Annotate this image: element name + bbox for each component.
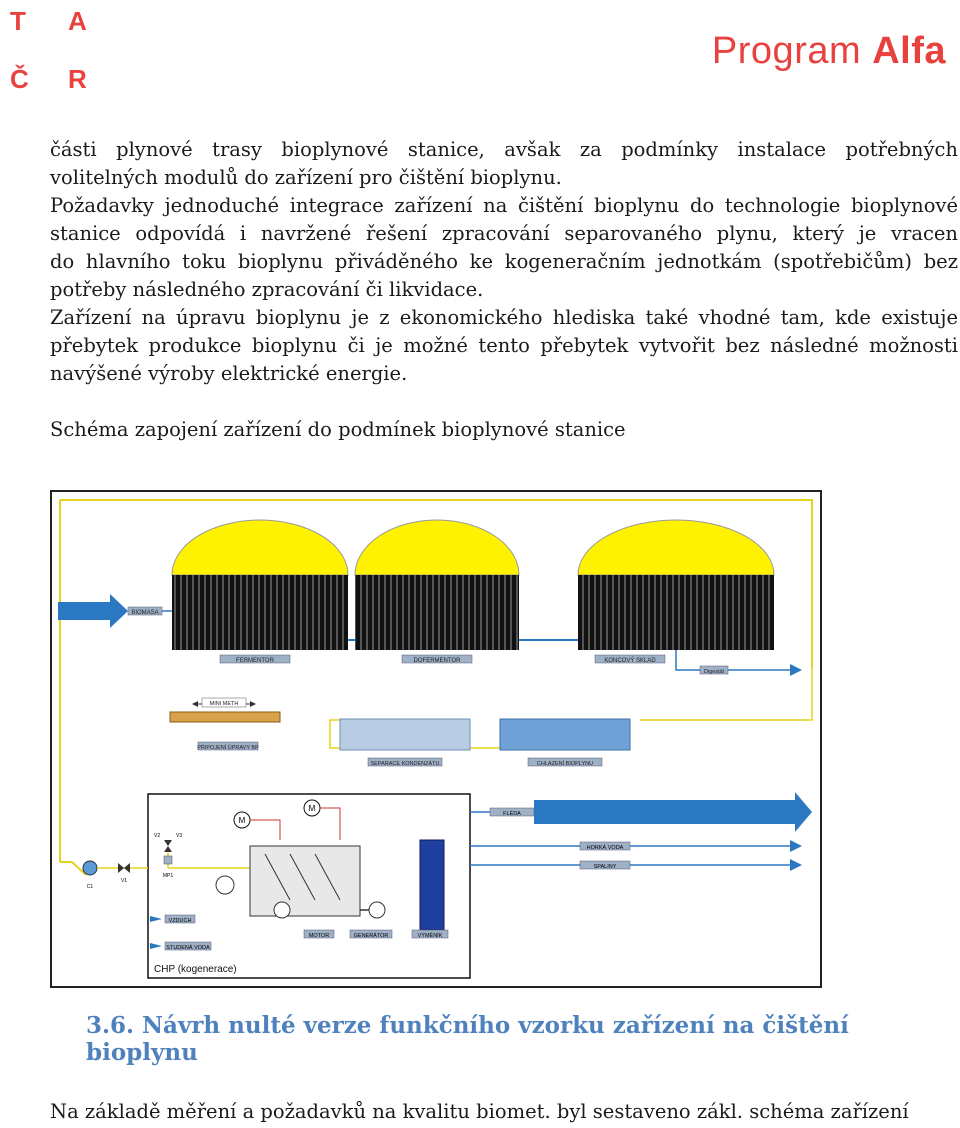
label-dofermentor: DOFERMENTOR — [414, 658, 462, 664]
fleda-arrow — [534, 792, 812, 832]
label-pripojeni: PŘIPOJENÍ ÚPRAVY BP — [197, 743, 259, 751]
figure-caption: Schéma zapojení zařízení do podmínek bio… — [50, 418, 626, 441]
biomasa-arrow — [58, 594, 128, 628]
logo-letter-t: T — [10, 6, 26, 36]
vymenik-column — [419, 839, 445, 931]
label-v3: V3 — [176, 833, 182, 839]
label-digestat: Digestát — [704, 669, 725, 675]
text-line: volitelných modulů do zařízení pro čiště… — [50, 166, 562, 189]
label-vymenik: VÝMĚNÍK — [418, 931, 443, 939]
gas-line — [59, 499, 813, 862]
section-heading: 3.6. Návrh nulté verze funkčního vzorku … — [86, 1012, 849, 1066]
brand-name: Alfa — [872, 30, 946, 72]
paragraph-1: části plynové trasy bioplynové stanice, … — [50, 136, 958, 192]
upgrading-unit — [169, 711, 281, 723]
program-alfa-logo: Program Alfa — [712, 30, 946, 73]
text-line: navýšené výroby elektrické energie. — [50, 362, 408, 385]
text-line: do hlavního toku bioplynu přiváděného ke… — [50, 250, 958, 273]
label-spaliny: SPALINY — [594, 864, 617, 870]
text-line: stanice odpovídá i navržené řešení zprac… — [50, 222, 958, 245]
paragraph-2: Požadavky jednoduché integrace zařízení … — [50, 192, 958, 304]
chlazeni-box — [499, 718, 631, 751]
logo-letter-c: Č — [10, 64, 29, 94]
text-line: Zařízení na úpravu bioplynu je z ekonomi… — [50, 306, 958, 329]
separace-box — [339, 718, 471, 751]
paragraph-3: Zařízení na úpravu bioplynu je z ekonomi… — [50, 304, 958, 388]
logo-letter-r: R — [68, 64, 87, 94]
label-chlazeni: CHLAZENÍ BIOPLYNU — [537, 760, 593, 767]
biogas-station-diagram: FERMENTOR DOFERMENTOR KONCOVÝ SKLAD BIOM… — [50, 490, 822, 988]
tank-koncovy-sklad — [577, 519, 775, 650]
label-v2: V2 — [154, 833, 160, 839]
label-koncovy-sklad: KONCOVÝ SKLAD — [604, 657, 656, 664]
label-v1: V1 — [121, 878, 127, 884]
heat-exchanger-icon — [215, 875, 235, 895]
label-motor: MOTOR — [309, 933, 329, 939]
chp-box — [147, 793, 471, 979]
motor-m-1: M — [239, 816, 246, 825]
label-chp: CHP (kogenerace) — [154, 964, 237, 975]
label-separace: SEPARACE KONDENZÁTU — [371, 760, 440, 767]
brand-program: Program — [711, 30, 862, 72]
tank-dofermentor — [354, 519, 520, 650]
logo-letter-a: A — [68, 6, 87, 36]
text-line: přebytek produkce bioplynu či je možné t… — [50, 334, 958, 357]
label-generator: GENERÁTOR — [354, 932, 389, 939]
tank-fermentor — [171, 519, 349, 650]
label-studena-voda: STUDENÁ VODA — [166, 944, 210, 951]
tacr-logo: T A Č R — [10, 8, 100, 98]
motor-m-2: M — [309, 804, 316, 813]
text-line: Požadavky jednoduché integrace zařízení … — [50, 194, 958, 217]
label-mp1: MP1 — [163, 873, 174, 879]
label-fermentor: FERMENTOR — [236, 658, 275, 664]
generator-icon — [368, 901, 386, 919]
text-line: potřeby následného zpracování či likvida… — [50, 278, 484, 301]
label-biomasa: BIOMASA — [131, 610, 158, 616]
label-mini-meth: MINI METH — [210, 701, 239, 707]
label-c1: C1 — [87, 884, 94, 890]
text-line: Na základě měření a požadavků na kvalitu… — [50, 1100, 909, 1123]
label-vzduch: VZDUCH — [169, 918, 192, 924]
label-horka-voda: HORKÁ VODA — [587, 844, 624, 851]
label-fleda: FLÉDA — [503, 810, 521, 817]
text-line: části plynové trasy bioplynové stanice, … — [50, 138, 958, 161]
